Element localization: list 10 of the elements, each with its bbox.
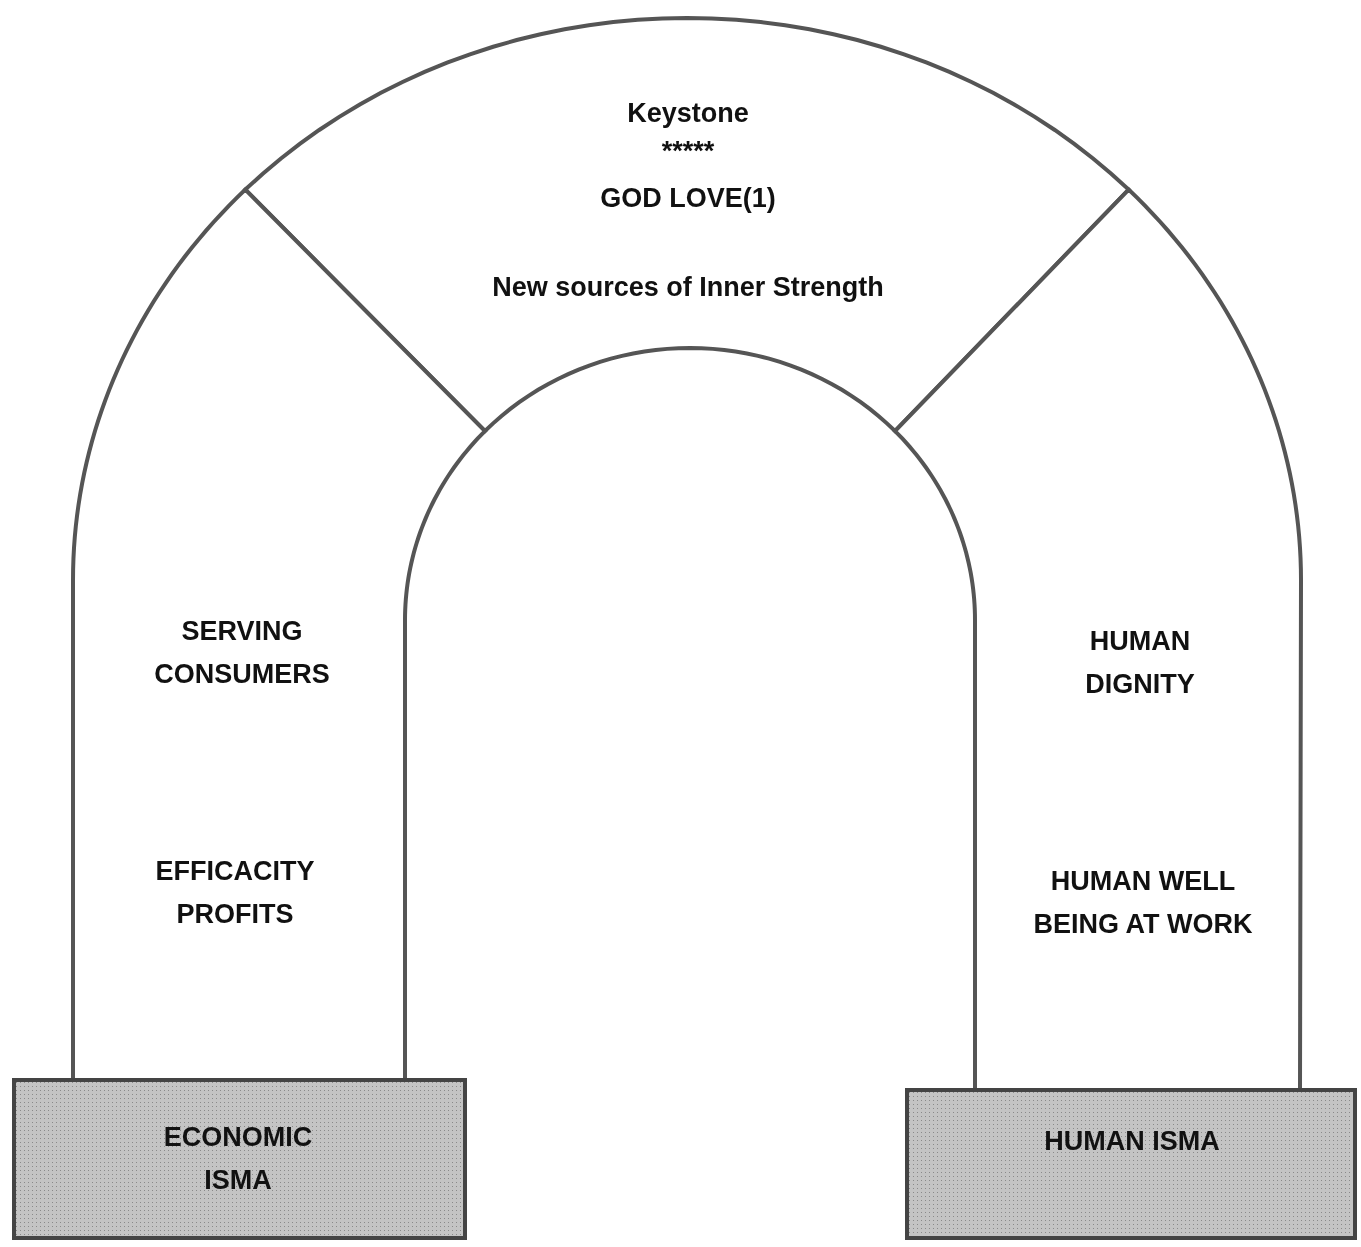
- arch-label: EFFICACITY PROFITS: [154, 855, 316, 931]
- arch-label: New sources of Inner Strength: [491, 271, 885, 304]
- arch-label: HUMAN DIGNITY: [1084, 625, 1196, 701]
- arch-label: Keystone: [626, 97, 750, 130]
- arch-label: SERVING CONSUMERS: [153, 615, 331, 691]
- star-rating-text: *****: [660, 135, 716, 168]
- arch-label: ECONOMIC ISMA: [162, 1121, 314, 1197]
- arch-label: GOD LOVE(1): [599, 182, 777, 215]
- arch-label: HUMAN WELL BEING AT WORK: [1032, 865, 1254, 941]
- arch-label: HUMAN ISMA: [1043, 1125, 1221, 1158]
